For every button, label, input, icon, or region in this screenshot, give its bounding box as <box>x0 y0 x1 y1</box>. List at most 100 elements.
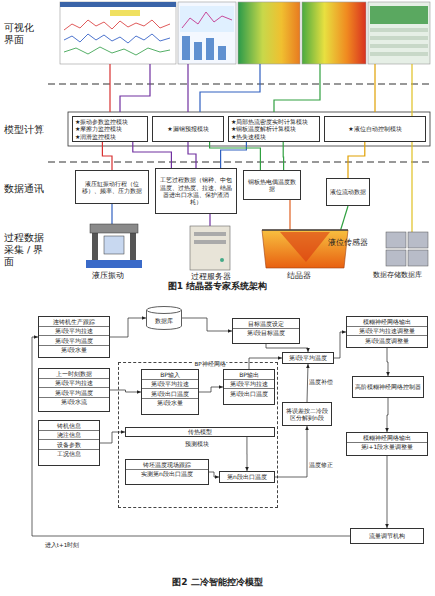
node-item: 第i段目标温度 <box>233 328 299 338</box>
node-item: 第i段平均拉速 <box>39 378 109 388</box>
connector <box>133 142 172 168</box>
illustration-shape <box>370 44 428 48</box>
node-item: 第i段平均拉速 <box>142 379 198 389</box>
edge-label: BP神经网络 <box>193 361 226 369</box>
node-item: 第i段水量 <box>39 345 109 355</box>
arrow-head <box>306 364 310 368</box>
illustration-shape <box>64 20 170 30</box>
node-title: 目标温度设定 <box>233 319 299 328</box>
cylinder-top <box>147 307 182 314</box>
illustration-shape <box>48 161 432 162</box>
illustration-shape <box>411 64 412 232</box>
process-box: 模糊神经网络输出第i+1段水量调整量 <box>346 432 428 456</box>
illustration-shape <box>209 214 210 226</box>
node-title: BP输入 <box>142 370 198 379</box>
connector-line <box>102 142 112 170</box>
node-title: 流量调节机构 <box>353 532 421 539</box>
illustration-shape <box>190 226 230 270</box>
illustration-shape <box>180 6 234 32</box>
arrow-head <box>121 430 125 434</box>
connector-line <box>249 358 282 369</box>
illustration-shape <box>262 229 348 231</box>
upward-wires <box>110 64 412 232</box>
arrow-head <box>278 356 282 360</box>
connector <box>110 390 141 394</box>
node-item: 第i段平均温度 <box>39 335 109 345</box>
connector-line <box>387 398 388 432</box>
model-frame <box>68 112 430 146</box>
database-cylinder: 数据库 <box>146 306 182 330</box>
arrow-head <box>385 428 389 432</box>
illustration-shape <box>386 232 406 248</box>
connector-line <box>32 337 350 536</box>
node-item: 浇注信息 <box>39 430 99 440</box>
edge-label: 温度补偿 <box>308 379 334 387</box>
arrow-head <box>137 390 141 394</box>
node-item: 第i段平均拉速调整量 <box>347 326 427 336</box>
illustration-shape <box>370 36 428 40</box>
hydraulic-vibrator <box>86 224 142 268</box>
illustration-shape <box>262 230 348 268</box>
screen-strip <box>60 2 430 64</box>
arrow-head <box>305 426 309 430</box>
part-label: 液压振动 <box>92 271 152 280</box>
arrow-head <box>385 524 389 528</box>
node-title: 液压缸振动行程（位移）、频率、压力数据 <box>78 180 146 195</box>
connector-line <box>348 142 365 178</box>
process-box: BP输出第i段平均拉速第i段出口温度 <box>223 369 275 405</box>
connector-line <box>182 318 232 331</box>
node-title: 铜板热电偶温度数据 <box>246 178 298 193</box>
edge-label: 进入t+1时刻 <box>44 542 80 550</box>
illustration-shape <box>194 42 202 60</box>
process-box: 将误差按二冷段区分解到n段 <box>282 402 332 426</box>
illustration-shape <box>104 236 124 254</box>
part-label: 数据存储数据库 <box>373 271 435 280</box>
connector <box>199 385 223 392</box>
connector <box>188 142 196 168</box>
module-group: 预测模块BP输入第i段平均拉速第i段出口温度第i段水量BP输出第i段平均拉速第i… <box>118 362 278 508</box>
node-item: 第i段平均温度 <box>39 387 109 397</box>
illustration-shape <box>238 2 300 64</box>
connector-line <box>387 348 388 376</box>
node-item: 第i+1段水量调整量 <box>347 442 427 452</box>
process-box: 流量调节机构 <box>350 528 424 544</box>
node-item: 实测第n段出口温度 <box>126 469 208 479</box>
connector <box>102 142 112 170</box>
illustration-shape <box>370 28 428 32</box>
node-item: 设备参数 <box>39 439 99 449</box>
node-item: 第i段出口温度 <box>224 388 274 398</box>
part-label: 模型计算 <box>4 124 64 136</box>
node-title: 传热模型 <box>126 428 274 435</box>
illustration-shape <box>289 200 290 232</box>
illustration-shape <box>206 38 214 60</box>
process-server <box>190 226 230 270</box>
connector-line <box>210 142 261 170</box>
connector <box>275 426 309 477</box>
connector <box>266 344 310 352</box>
process-box: 工艺过程数据（钢种、中包温度、过热度、拉速、结晶器进出口水温、保护渣消耗） <box>155 168 237 214</box>
illustration-shape <box>200 64 260 112</box>
process-box: 铜板热电偶温度数据 <box>243 170 301 200</box>
node-title: 数据库 <box>148 317 180 324</box>
connector <box>32 335 350 536</box>
connector-line <box>283 142 285 170</box>
process-box: ★振动参数监控模块★摩擦力监控模块★润滑监控模块 <box>72 116 148 142</box>
node-title: ★液位自动控制模块 <box>327 125 423 132</box>
illustration-shape <box>92 232 98 260</box>
process-box: 液压缸振动行程（位移）、频率、压力数据 <box>75 170 149 204</box>
node-title: ★漏钢预报模块 <box>155 125 221 132</box>
node-item: 第i段水流 <box>39 397 109 407</box>
connector-line <box>199 387 223 392</box>
arrow-head <box>215 475 219 479</box>
arrow-head <box>342 330 346 334</box>
node-item: ★摩擦力监控模块 <box>75 125 145 132</box>
illustration-shape <box>302 2 366 64</box>
illustration-shape <box>110 10 140 16</box>
node-title: ★局部热流密度实时计算模块 <box>231 118 317 125</box>
connector <box>385 398 389 432</box>
illustration-shape <box>386 250 406 266</box>
arrow-head <box>245 467 249 471</box>
arrow-head <box>34 335 38 339</box>
connector-line <box>133 142 172 168</box>
